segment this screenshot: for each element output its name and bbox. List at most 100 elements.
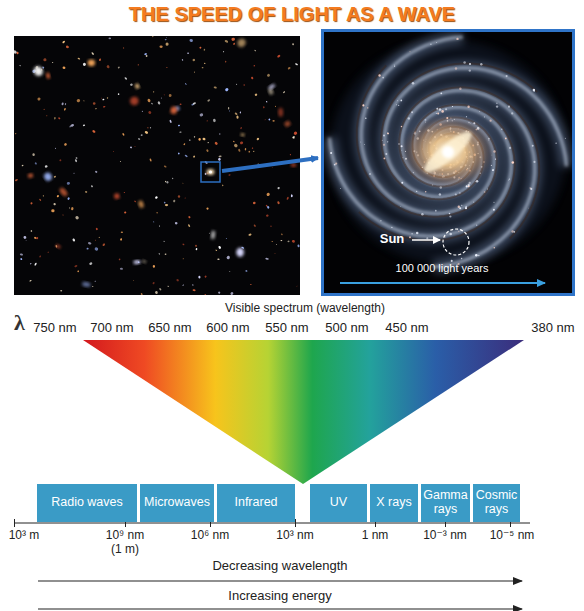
band-label: UV bbox=[330, 496, 347, 510]
distant-galaxy bbox=[207, 99, 210, 102]
arm-star bbox=[467, 106, 469, 108]
arm-star bbox=[449, 233, 452, 236]
distant-galaxy bbox=[266, 73, 270, 77]
distant-galaxy bbox=[248, 233, 252, 236]
distant-galaxy bbox=[147, 98, 151, 102]
band-label: Microwaves bbox=[144, 496, 210, 510]
distant-galaxy bbox=[89, 262, 93, 265]
distant-galaxy bbox=[44, 165, 47, 168]
arm-star bbox=[533, 89, 535, 91]
arm-star bbox=[387, 131, 389, 133]
zoom-square bbox=[201, 162, 220, 182]
arm-star bbox=[409, 236, 411, 238]
distant-galaxy bbox=[277, 187, 280, 190]
arm-star bbox=[436, 108, 438, 110]
distant-galaxy bbox=[182, 59, 184, 61]
distant-galaxy bbox=[148, 110, 152, 114]
arm-star bbox=[476, 225, 477, 226]
distant-galaxy bbox=[178, 152, 180, 154]
distant-galaxy bbox=[193, 155, 196, 158]
distant-galaxy bbox=[144, 130, 148, 134]
distant-galaxy bbox=[82, 281, 91, 287]
distant-galaxy bbox=[34, 162, 37, 165]
distant-galaxy bbox=[16, 52, 18, 55]
arm-star bbox=[533, 161, 535, 163]
distant-galaxy bbox=[203, 49, 205, 51]
axis-tick-label: 10³ m bbox=[9, 529, 40, 543]
wavelength-tick: 500 nm bbox=[325, 321, 368, 336]
distant-galaxy bbox=[93, 102, 96, 105]
distant-galaxy bbox=[233, 43, 235, 46]
distant-galaxy bbox=[266, 101, 268, 103]
arm-star bbox=[409, 51, 411, 53]
distant-galaxy bbox=[245, 270, 248, 272]
wavelength-arrow bbox=[38, 580, 522, 581]
distant-galaxy bbox=[164, 202, 166, 204]
distant-galaxy bbox=[292, 137, 294, 139]
distant-galaxy bbox=[95, 108, 97, 110]
distant-galaxy bbox=[215, 249, 217, 251]
arm-star bbox=[383, 144, 385, 146]
distant-galaxy bbox=[224, 39, 228, 43]
distant-galaxy bbox=[233, 143, 238, 148]
distant-galaxy bbox=[204, 275, 207, 278]
distant-galaxy bbox=[29, 280, 32, 282]
arm-star bbox=[473, 202, 474, 203]
arm-star bbox=[382, 140, 383, 141]
arm-star bbox=[463, 61, 466, 64]
distant-galaxy bbox=[199, 46, 202, 49]
arm-star bbox=[411, 111, 413, 113]
distant-galaxy bbox=[253, 224, 256, 227]
selected-galaxy bbox=[207, 169, 215, 175]
distant-galaxy bbox=[43, 195, 44, 196]
distant-galaxy bbox=[32, 65, 44, 78]
arm-star bbox=[439, 108, 442, 111]
distant-galaxy bbox=[256, 137, 259, 140]
distant-galaxy bbox=[169, 94, 172, 97]
distant-galaxy bbox=[15, 133, 17, 135]
distant-galaxy bbox=[204, 294, 206, 295]
axis-tick-label: 1 nm bbox=[362, 529, 389, 543]
wavelength-tick: 750 nm bbox=[33, 321, 76, 336]
distant-galaxy bbox=[64, 143, 68, 147]
distant-galaxy bbox=[271, 241, 273, 242]
distant-galaxy bbox=[60, 290, 62, 291]
distant-galaxy bbox=[272, 167, 273, 168]
axis-caption: Decreasing wavelength bbox=[212, 559, 347, 574]
arm-star bbox=[493, 209, 495, 211]
distant-galaxy bbox=[218, 291, 221, 294]
distant-galaxy bbox=[172, 177, 174, 179]
distant-galaxy bbox=[58, 187, 68, 198]
distant-galaxy bbox=[226, 238, 227, 240]
distant-galaxy bbox=[147, 127, 148, 129]
distant-galaxy bbox=[192, 289, 195, 291]
arm-star bbox=[435, 210, 437, 212]
distant-galaxy bbox=[58, 117, 61, 120]
distant-galaxy bbox=[77, 57, 80, 60]
arm-star bbox=[513, 231, 515, 233]
arm-star bbox=[411, 233, 413, 235]
distant-galaxy bbox=[161, 97, 162, 98]
wavelength-tick: 600 nm bbox=[206, 321, 249, 336]
distant-galaxy bbox=[20, 253, 24, 256]
distant-galaxy bbox=[54, 117, 56, 119]
distant-galaxy bbox=[62, 214, 63, 216]
arm-star bbox=[451, 260, 453, 262]
distant-galaxy bbox=[274, 253, 275, 254]
distant-galaxy bbox=[180, 104, 182, 106]
distant-galaxy bbox=[287, 67, 291, 70]
distant-galaxy bbox=[74, 265, 78, 268]
arm-star bbox=[401, 126, 402, 127]
distant-galaxy bbox=[291, 194, 293, 197]
distant-galaxy bbox=[167, 285, 169, 287]
distant-galaxy bbox=[183, 258, 184, 259]
arm-star bbox=[436, 113, 437, 114]
wavelength-tick: 380 nm bbox=[531, 321, 574, 336]
distant-galaxy bbox=[118, 93, 120, 95]
distant-galaxy bbox=[77, 270, 79, 272]
distant-galaxy bbox=[175, 222, 178, 225]
arm-star bbox=[430, 43, 432, 45]
distant-galaxy bbox=[228, 107, 229, 110]
distant-galaxy bbox=[218, 157, 222, 161]
axis-tick-label: 10⁻⁵ nm bbox=[490, 529, 535, 543]
